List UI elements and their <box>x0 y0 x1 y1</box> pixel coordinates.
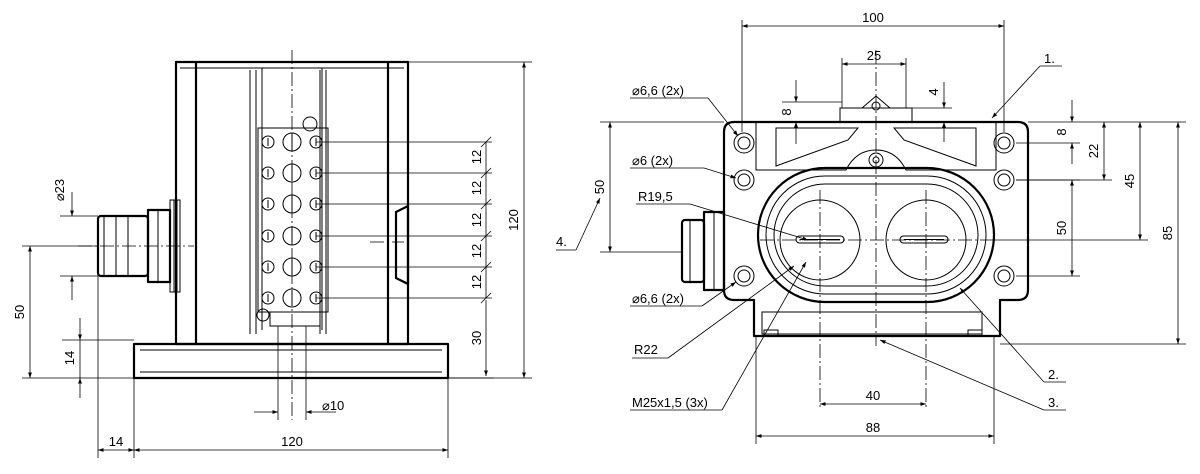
dim-25-label: 25 <box>867 48 881 63</box>
callout-hole66-bottom: ⌀6,6 (2x) <box>630 281 737 307</box>
callout-r22-label: R22 <box>634 342 658 357</box>
top-dim-8-right: 8 <box>1016 100 1080 164</box>
callout-m25: M25x1,5 (3x) <box>630 261 807 411</box>
dim-8a-label: 8 <box>779 108 794 115</box>
side-view: ⌀23 12 12 12 12 12 <box>12 50 532 458</box>
dim-8b-label: 8 <box>1054 128 1069 135</box>
item-2-label: 2. <box>1048 367 1059 382</box>
side-body <box>132 60 450 380</box>
dim-50-label: 50 <box>12 305 27 319</box>
side-dim-30: 30 <box>448 300 494 379</box>
callout-hole66-bottom-label: ⌀6,6 (2x) <box>632 291 684 306</box>
top-dim-50-left: 50 <box>592 121 724 253</box>
item-3: 3. <box>879 339 1066 411</box>
dim-14w-label: 14 <box>109 434 123 449</box>
dim-100-label: 100 <box>862 10 884 25</box>
dim-22-label: 22 <box>1086 144 1101 158</box>
top-connector <box>680 210 726 292</box>
dim-50a-label: 50 <box>592 180 607 194</box>
callout-r195-label: R19,5 <box>638 189 673 204</box>
dim-85-label: 85 <box>1160 226 1175 240</box>
dim-14h-label: 14 <box>62 351 77 365</box>
callout-m25-label: M25x1,5 (3x) <box>632 395 708 410</box>
dim-120w-label: 120 <box>281 434 303 449</box>
dim-120h-label: 120 <box>506 209 521 231</box>
dim-pitch-4: 12 <box>469 244 484 258</box>
item-2: 2. <box>959 287 1066 383</box>
dim-88-label: 88 <box>866 420 880 435</box>
callout-hole6: ⌀6 (2x) <box>630 153 737 179</box>
dim-30-label: 30 <box>469 331 484 345</box>
hole-top-right <box>993 132 1015 154</box>
dim-40-label: 40 <box>866 388 880 403</box>
top-view: 100 25 8 4 8 22 <box>556 10 1186 444</box>
side-dim-d23: ⌀23 <box>52 179 98 300</box>
side-dim-120-height: 120 <box>408 61 532 379</box>
dim-pitch-3: 12 <box>469 213 484 227</box>
hole-bottom-right <box>993 265 1015 287</box>
item-1-label: 1. <box>1044 51 1055 66</box>
side-dim-120-width: 120 <box>134 378 449 458</box>
top-dim-50-right: 50 <box>1016 179 1080 277</box>
item-1: 1. <box>991 51 1062 119</box>
hole-top-left <box>733 132 755 154</box>
dim-pitch-5: 12 <box>469 275 484 289</box>
dim-50b-label: 50 <box>1054 221 1069 235</box>
mounting-holes <box>733 132 1015 287</box>
top-dim-100: 100 <box>741 10 1005 132</box>
callout-hole66-top-label: ⌀6,6 (2x) <box>632 83 684 98</box>
hole-bottom-left <box>733 265 755 287</box>
side-dim-50: 50 <box>12 245 134 379</box>
dim-d23-label: ⌀23 <box>52 179 67 201</box>
dim-d10-label: ⌀10 <box>322 398 344 413</box>
dim-pitch-2: 12 <box>469 181 484 195</box>
dim-4-label: 4 <box>926 88 941 95</box>
callout-r22: R22 <box>632 265 795 359</box>
dim-pitch-1: 12 <box>469 150 484 164</box>
callout-hole6-label: ⌀6 (2x) <box>632 153 673 168</box>
side-dim-14-width: 14 <box>97 276 135 458</box>
item-4: 4. <box>556 197 601 251</box>
pitch-ticks <box>480 136 492 304</box>
side-plug-right <box>394 204 410 286</box>
top-dim-88: 88 <box>755 336 995 444</box>
hole-mid-right <box>993 169 1015 191</box>
top-dim-25: 25 <box>841 48 907 108</box>
item-4-label: 4. <box>556 234 567 249</box>
hole-mid-left <box>733 169 755 191</box>
callout-r195: R19,5 <box>636 189 809 241</box>
top-dim-40: 40 <box>820 388 926 406</box>
top-dim-4: 4 <box>912 82 952 142</box>
top-dim-8-left: 8 <box>779 80 842 144</box>
top-dim-45: 45 <box>994 122 1148 241</box>
side-dim-pitch: 12 12 12 12 12 <box>316 136 492 304</box>
callout-hole66-top: ⌀6,6 (2x) <box>630 83 739 137</box>
item-3-label: 3. <box>1048 395 1059 410</box>
side-dim-d10: ⌀10 <box>254 326 344 420</box>
dim-45-label: 45 <box>1122 174 1137 188</box>
top-dim-85: 85 <box>1000 121 1186 345</box>
